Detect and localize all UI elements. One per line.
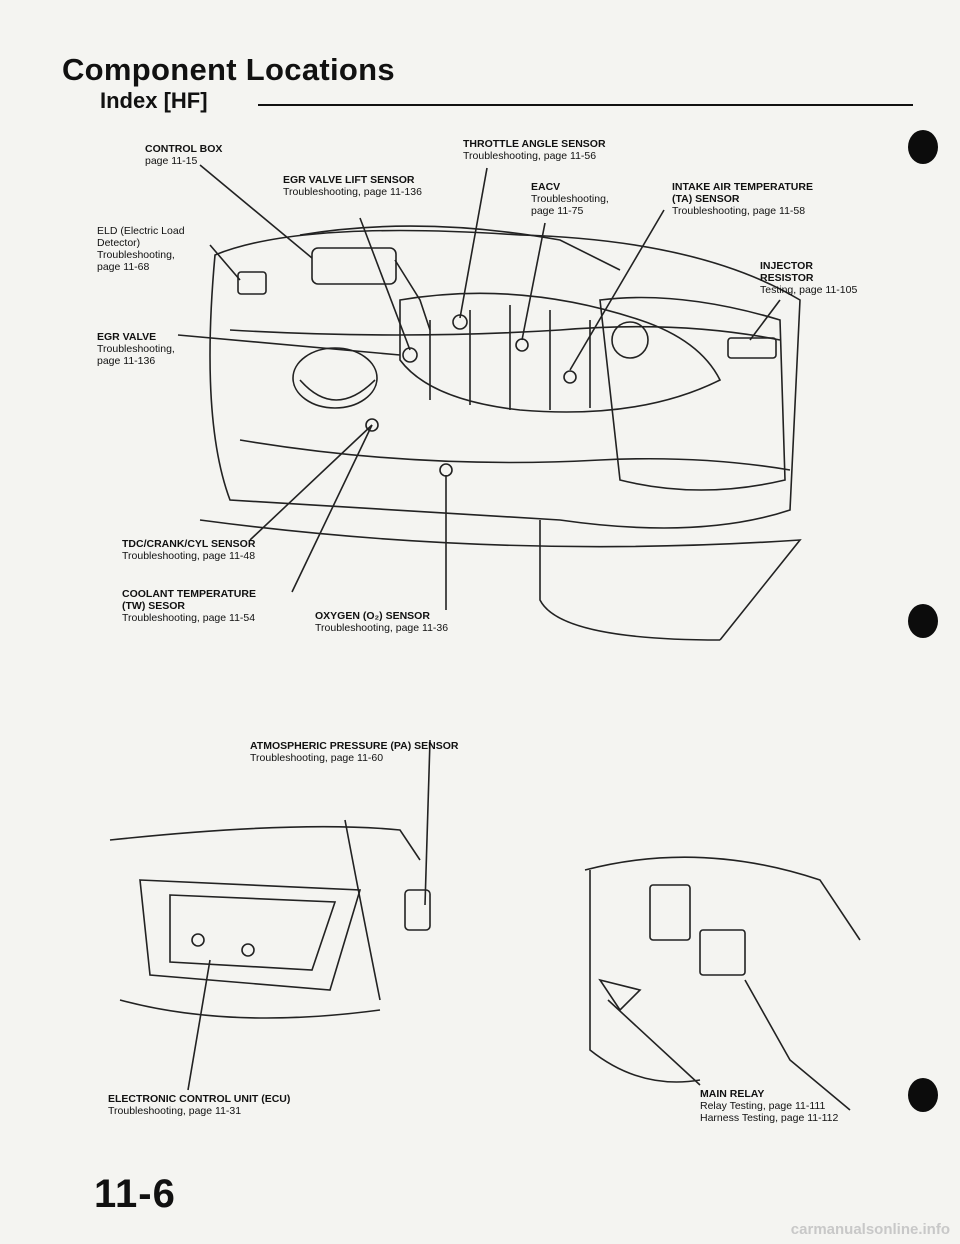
label-intake-air-temperature-sensor: INTAKE AIR TEMPERATURE (TA) SENSOR Troub… — [672, 181, 813, 217]
binder-marker-dot — [908, 130, 938, 164]
label-eld: ELD (Electric Load Detector) Troubleshoo… — [97, 225, 185, 273]
label-coolant-temperature-sensor: COOLANT TEMPERATURE (TW) SESOR Troublesh… — [122, 588, 256, 624]
label-tdc-crank-cyl-sensor: TDC/CRANK/CYL SENSOR Troubleshooting, pa… — [122, 538, 256, 562]
binder-marker-dot — [908, 1078, 938, 1112]
page-title: Component Locations — [62, 52, 395, 87]
binder-marker-dot — [908, 604, 938, 638]
label-oxygen-sensor: OXYGEN (O₂) SENSOR Troubleshooting, page… — [315, 610, 449, 634]
subtitle-rule — [258, 104, 913, 106]
label-ecu: ELECTRONIC CONTROL UNIT (ECU) Troublesho… — [108, 1093, 291, 1117]
label-egr-valve-lift-sensor: EGR VALVE LIFT SENSOR Troubleshooting, p… — [283, 174, 422, 198]
label-atmospheric-pressure-sensor: ATMOSPHERIC PRESSURE (PA) SENSOR Trouble… — [250, 740, 459, 764]
label-eacv: EACV Troubleshooting, page 11-75 — [531, 181, 609, 217]
label-injector-resistor: INJECTOR RESISTOR Testing, page 11-105 — [760, 260, 858, 296]
label-main-relay: MAIN RELAY Relay Testing, page 11-111 Ha… — [700, 1088, 839, 1124]
label-control-box: CONTROL BOX page 11-15 — [145, 143, 223, 167]
watermark: carmanualsonline.info — [790, 1221, 950, 1238]
page-number: 11-6 — [94, 1172, 176, 1216]
label-throttle-angle-sensor: THROTTLE ANGLE SENSOR Troubleshooting, p… — [463, 138, 606, 162]
label-egr-valve: EGR VALVE Troubleshooting, page 11-136 — [97, 331, 175, 367]
section-subtitle: Index [HF] — [100, 88, 208, 113]
